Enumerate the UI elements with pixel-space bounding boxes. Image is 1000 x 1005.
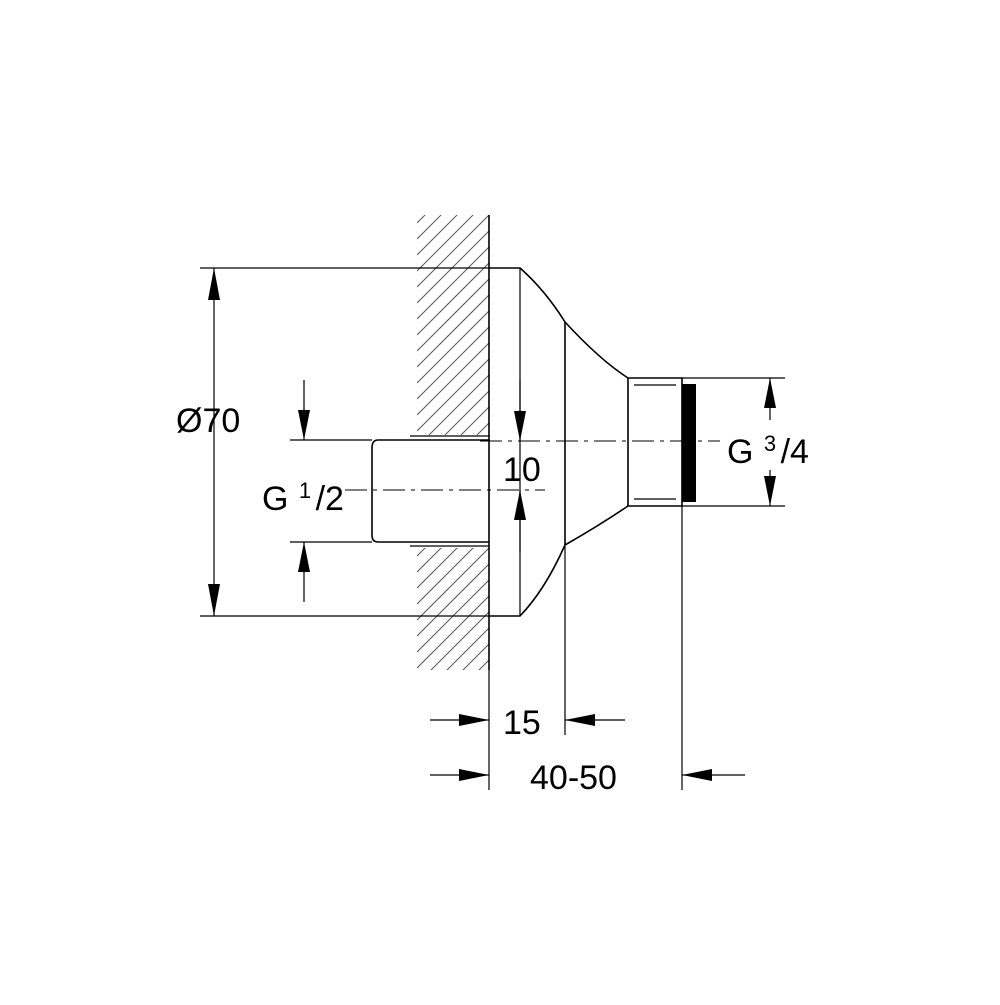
inlet-pipe-outline xyxy=(371,439,489,543)
hatch-line xyxy=(417,294,489,368)
outlet-thread xyxy=(682,384,696,502)
diameter-label: Ø70 xyxy=(176,402,240,440)
hatch-line xyxy=(417,246,489,320)
hatch-line xyxy=(417,278,489,352)
hatch-line xyxy=(417,692,489,764)
projection-label: 40-50 xyxy=(530,759,617,797)
offset-arrow-top xyxy=(514,411,526,441)
depth-arrow-right xyxy=(565,714,595,726)
outlet-arrow-top xyxy=(764,378,776,408)
hatch-line xyxy=(476,422,489,435)
hatch-line xyxy=(417,548,474,605)
hatch-line xyxy=(417,342,489,416)
proj-arrow-left xyxy=(459,769,489,781)
hatch-line xyxy=(417,471,489,543)
hatch-line xyxy=(417,487,489,559)
hatch-line xyxy=(417,215,458,256)
proj-arrow-right xyxy=(682,769,712,781)
outlet-arrow-bottom xyxy=(764,476,776,506)
offset-arrow-bottom xyxy=(514,490,526,520)
hatch-line xyxy=(417,595,489,669)
hatch-line xyxy=(417,724,489,796)
inlet-arrow-top xyxy=(298,410,310,440)
offset-label: 10 xyxy=(503,451,541,489)
hatch-line xyxy=(417,215,426,224)
hatch-line xyxy=(417,135,489,207)
hatch-line xyxy=(417,503,489,575)
hatch-line xyxy=(428,374,489,435)
hatch-line xyxy=(417,548,426,557)
hatch-line xyxy=(417,548,489,621)
hatch-line xyxy=(444,390,489,435)
hatch-line xyxy=(446,627,489,670)
hatch-line xyxy=(460,406,489,435)
hatch-line xyxy=(417,468,489,540)
hatch-line xyxy=(417,310,489,384)
hatch-line xyxy=(417,439,489,511)
hatch-line xyxy=(417,455,489,527)
hatch-line xyxy=(417,215,474,272)
hatch-line xyxy=(417,215,489,288)
hatch-line xyxy=(417,358,489,432)
flange-outline xyxy=(489,267,683,617)
hatch-line xyxy=(417,676,489,748)
hatch-line xyxy=(417,262,489,336)
flange-depth-label: 15 xyxy=(503,704,541,742)
hatch-line xyxy=(417,326,489,400)
dia-arrow-bottom xyxy=(208,584,220,616)
hatch-line xyxy=(417,563,489,637)
wall-hatching-lower xyxy=(417,468,489,796)
inlet-thread-label: G 1 /2 xyxy=(262,478,344,518)
depth-arrow-left xyxy=(459,714,489,726)
hatch-line xyxy=(417,215,442,240)
hatch-line xyxy=(417,548,458,589)
hatch-line xyxy=(417,548,442,573)
dia-arrow-top xyxy=(208,268,220,300)
hatch-line xyxy=(462,643,489,670)
hatch-line xyxy=(430,611,489,670)
hatch-line xyxy=(417,230,489,304)
outlet-thread-label: G 3 /4 xyxy=(727,431,809,471)
inlet-arrow-bottom xyxy=(298,542,310,572)
wall-hatching-upper xyxy=(417,135,489,575)
